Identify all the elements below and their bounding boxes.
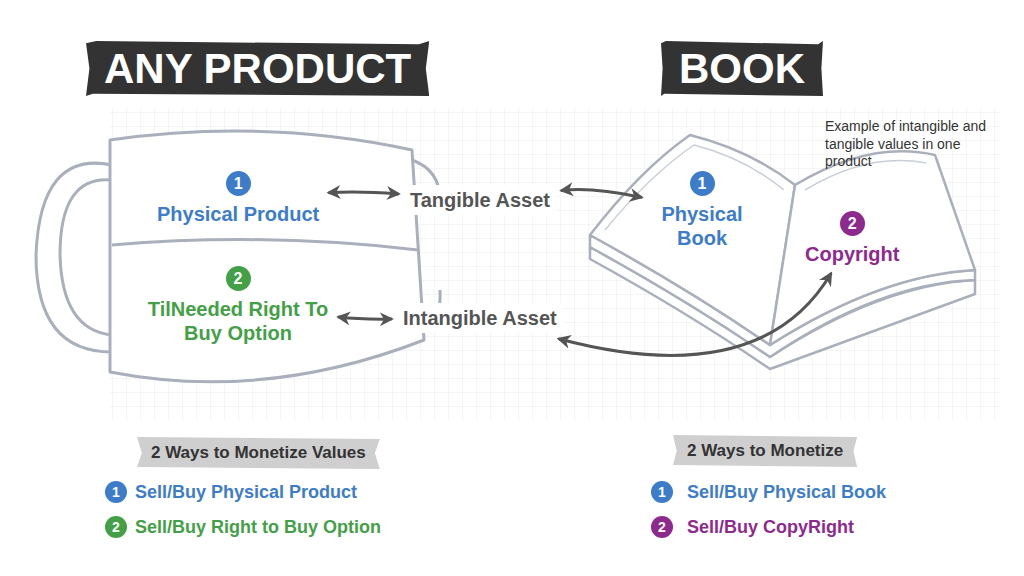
grid-background <box>110 108 1000 420</box>
callout-number: 1 <box>226 171 251 196</box>
heading-banner: ANY PRODUCT <box>86 41 429 96</box>
callout-number: 2 <box>840 211 865 236</box>
list-item: Sell/Buy Physical Product <box>135 482 357 503</box>
heading-banner: BOOK <box>661 41 823 96</box>
node-text: BOOK <box>679 48 805 90</box>
note-text: Example of intangible and tangible value… <box>825 118 1000 171</box>
node-text: 2 Ways to Monetize Values <box>151 443 366 463</box>
mask-drawing <box>36 131 440 382</box>
callout-number: 1 <box>690 171 715 196</box>
numbered-item: 2Copyright <box>801 208 903 268</box>
callout-number: 1 <box>105 481 127 503</box>
list-item: Sell/Buy Right to Buy Option <box>135 517 381 538</box>
book-drawing <box>590 135 975 369</box>
node-text: ANY PRODUCT <box>104 48 411 90</box>
list-item: Sell/Buy CopyRight <box>687 517 854 538</box>
callout-number: 2 <box>105 516 127 538</box>
asset-label: Intangible Asset <box>397 303 563 333</box>
tape-banner: 2 Ways to Monetize Values <box>137 437 380 469</box>
double-arrow <box>562 190 641 198</box>
numbered-item: 2TilNeeded Right To Buy Option <box>143 263 333 347</box>
node-text: TilNeeded Right To Buy Option <box>147 297 329 345</box>
callout-number: 2 <box>226 266 251 291</box>
node-text: Physical Product <box>157 202 319 226</box>
callout-number: 2 <box>651 516 673 538</box>
double-arrow <box>559 274 830 355</box>
numbered-item: 1Physical Book <box>647 168 757 252</box>
numbered-item: 1Physical Product <box>153 168 323 228</box>
tape-banner: 2 Ways to Monetize <box>673 435 857 467</box>
node-text: Tangible Asset <box>410 188 550 212</box>
asset-label: Tangible Asset <box>404 185 556 215</box>
callout-number: 1 <box>651 481 673 503</box>
double-arrow <box>329 192 398 194</box>
node-text: 2 Ways to Monetize <box>687 441 843 461</box>
double-arrow <box>339 317 391 319</box>
node-text: Copyright <box>805 242 899 266</box>
node-text: Physical Book <box>651 202 753 250</box>
list-item: Sell/Buy Physical Book <box>687 482 886 503</box>
node-text: Intangible Asset <box>403 306 557 330</box>
